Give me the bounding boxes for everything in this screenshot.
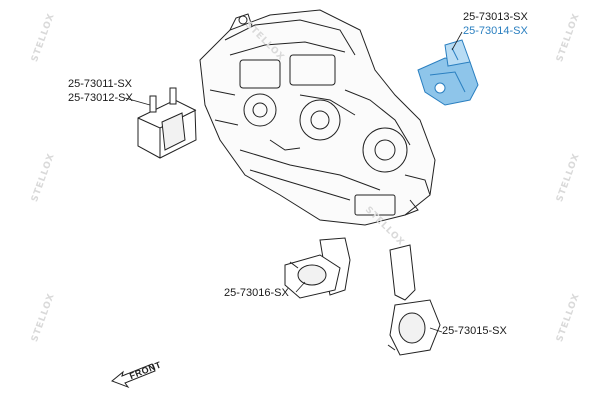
- mount-25-73015: [387, 244, 441, 356]
- mount-25-73011: [137, 87, 197, 159]
- part-label-25-73013: 25-73013-SX: [463, 11, 528, 23]
- leader-lines: [124, 31, 463, 333]
- mount-25-73014: [417, 39, 479, 106]
- front-arrow-icon: [111, 363, 156, 389]
- mount-25-73016: [284, 237, 351, 299]
- part-label-25-73015: 25-73015-SX: [442, 325, 507, 337]
- engine-assembly: [199, 9, 436, 226]
- part-label-25-73014: 25-73014-SX: [463, 25, 528, 37]
- part-label-25-73012: 25-73012-SX: [68, 92, 133, 104]
- part-label-25-73016: 25-73016-SX: [224, 287, 289, 299]
- part-label-25-73011: 25-73011-SX: [68, 78, 133, 90]
